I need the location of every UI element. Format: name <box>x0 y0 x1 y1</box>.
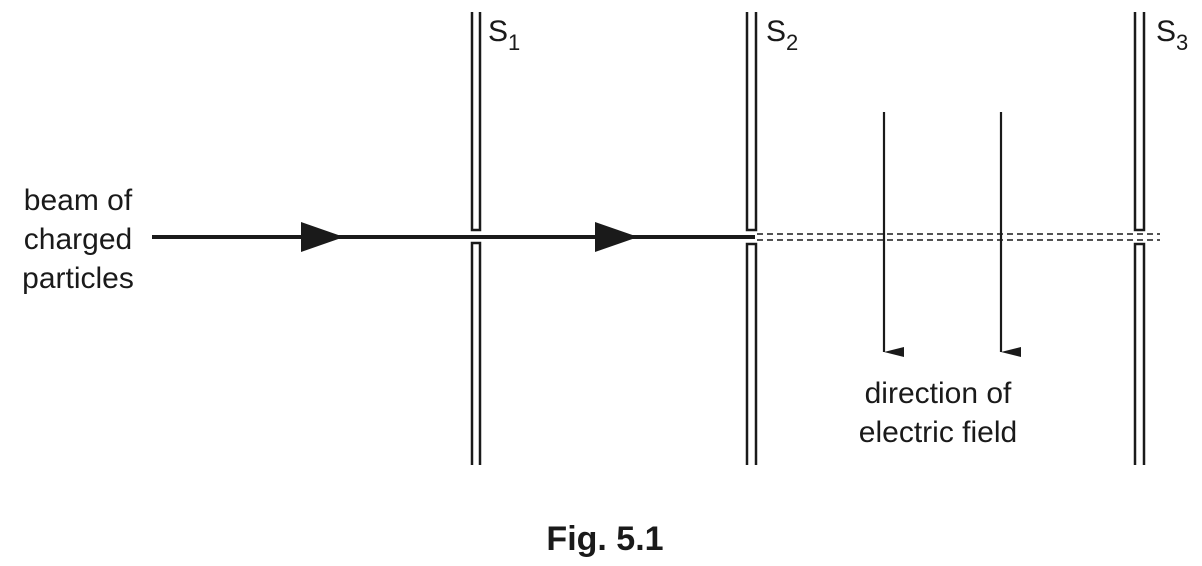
field-label-line1: direction of <box>865 377 1012 410</box>
slit-s3-label: S3 <box>1156 15 1188 55</box>
beam-arrowhead-2 <box>595 222 638 252</box>
slit-s2 <box>745 12 758 465</box>
slit-s1 <box>470 12 482 465</box>
slit-s3-lower-plate <box>1133 242 1146 465</box>
slit-s1-upper-plate <box>470 12 482 232</box>
slit-s1-lower-plate <box>470 241 482 465</box>
slit-s1-label: S1 <box>488 15 520 55</box>
beam-label-line2: charged <box>24 223 132 256</box>
beam-arrowhead-1 <box>301 222 344 252</box>
figure-caption: Fig. 5.1 <box>546 520 663 558</box>
slit-s3 <box>1133 12 1146 465</box>
beam-label-line1: beam of <box>24 184 133 217</box>
slit-s3-upper-plate <box>1133 12 1146 232</box>
slit-s2-upper-plate <box>745 12 758 232</box>
slit-s2-label: S2 <box>766 15 798 55</box>
field-label-line2: electric field <box>859 416 1017 449</box>
slit-s2-lower-plate <box>745 242 758 465</box>
beam-dashed-path <box>757 233 1160 241</box>
beam-label-line3: particles <box>22 262 134 295</box>
